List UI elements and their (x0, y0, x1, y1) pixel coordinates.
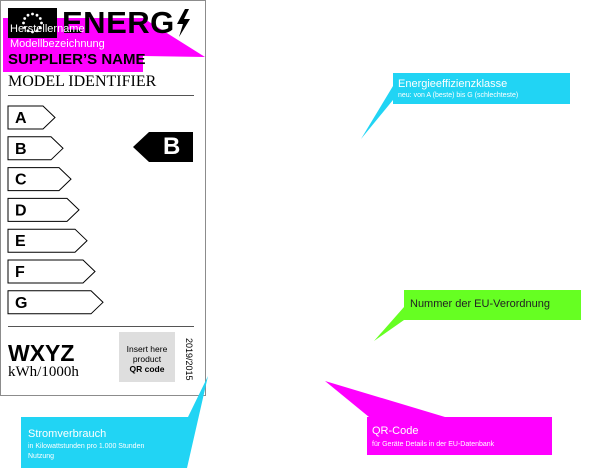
efficiency-class-arrow (7, 290, 104, 315)
selected-class-arrow (133, 132, 193, 162)
efficiency-class-a: A (7, 105, 56, 130)
callout-consumption-shape (21, 376, 208, 468)
energy-brand-text: ENERG (62, 5, 175, 40)
efficiency-class-e: E (7, 228, 88, 253)
consumption-unit: kWh/1000h (8, 364, 79, 380)
callout-qr-title: QR-Code (372, 425, 419, 437)
callout-manufacturer-subtitle: Modellbezeichnung (10, 38, 105, 50)
lightning-icon (177, 9, 190, 37)
consumption-value: WXYZ (8, 340, 75, 366)
efficiency-class-c: C (7, 167, 72, 192)
efficiency-class-letter: A (15, 110, 27, 127)
divider-top (8, 95, 194, 96)
callout-qr-sub: für Geräte Details in der EU-Datenbank (372, 441, 495, 448)
divider-bottom (8, 326, 194, 327)
regulation-number: 2019/2015 (184, 338, 194, 381)
callout-regulation-shape (374, 290, 581, 341)
callout-efficiency-shape (361, 73, 570, 139)
efficiency-class-letter: B (15, 141, 27, 158)
eu-flag-icon (8, 8, 57, 38)
callout-consumption-sub2: Nutzung (28, 453, 55, 460)
callout-manufacturer-title: Herstellername (10, 23, 85, 35)
efficiency-class-d: D (7, 197, 80, 222)
callout-efficiency-sub: neu: von A (beste) bis G (schlechteste) (398, 92, 519, 99)
callout-efficiency-title: Energieeffizienzklasse (398, 78, 508, 90)
model-identifier: MODEL IDENTIFIER (8, 73, 157, 90)
efficiency-class-arrow (7, 105, 56, 130)
qr-code-placeholder: Insert here product QR code (119, 332, 175, 382)
qr-line-2: product (132, 354, 162, 365)
efficiency-class-arrow (7, 228, 88, 253)
callout-qr-shape (325, 381, 552, 455)
supplier-name: SUPPLIER’S NAME (8, 51, 146, 68)
efficiency-class-b: B (7, 136, 64, 161)
efficiency-class-letter: F (15, 264, 25, 281)
qr-line-3: QR code (129, 364, 165, 375)
efficiency-class-g: G (7, 290, 104, 315)
callout-consumption-sub1: in Kilowattstunden pro 1.000 Stunden (28, 443, 145, 450)
selected-class-letter: B (163, 133, 181, 160)
efficiency-class-arrow (7, 259, 96, 284)
efficiency-class-letter: E (15, 233, 26, 250)
efficiency-class-arrow (7, 167, 72, 192)
callout-regulation-title: Nummer der EU-Verordnung (410, 298, 551, 310)
callout-consumption-title: Stromverbrauch (28, 428, 107, 440)
qr-line-1: Insert here (126, 344, 168, 354)
energy-label: ENERG SUPPLIER’S NAME MODEL IDENTIFIER A… (0, 0, 206, 396)
efficiency-class-f: F (7, 259, 96, 284)
efficiency-class-arrow (7, 136, 64, 161)
efficiency-class-letter: C (15, 172, 27, 189)
efficiency-class-letter: D (15, 202, 27, 219)
efficiency-class-arrow (7, 197, 80, 222)
efficiency-class-letter: G (15, 295, 27, 312)
